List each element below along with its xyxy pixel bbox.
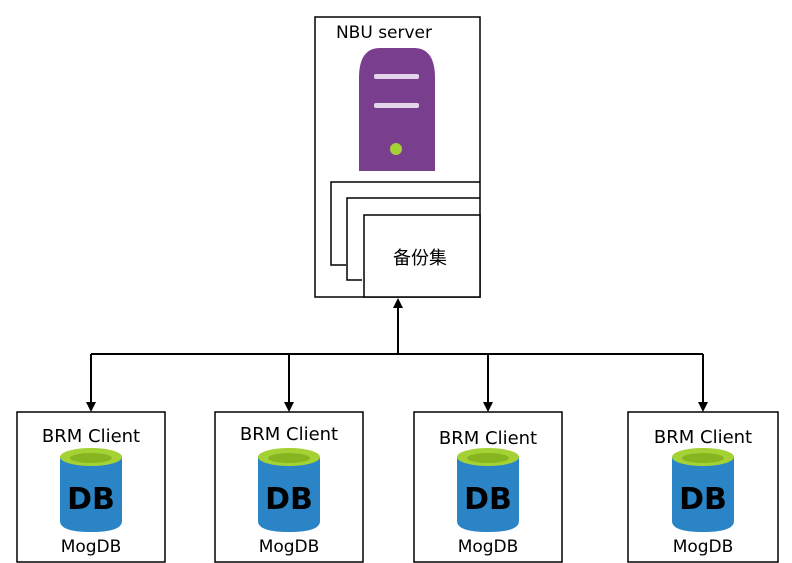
database-icon: DB [60, 448, 122, 532]
db-cylinder-body [672, 457, 734, 532]
db-icon-text: DB [265, 482, 313, 517]
db-cylinder-body [258, 457, 320, 532]
db-label: MogDB [61, 537, 122, 557]
database-icon: DB [457, 448, 519, 532]
db-cylinder-top-shade [70, 453, 112, 463]
client-title: BRM Client [654, 427, 752, 448]
db-cylinder-top-shade [268, 453, 310, 463]
client-node: BRM Client DB MogDB [214, 411, 364, 563]
db-icon-text: DB [464, 482, 512, 517]
server-slot-bottom [374, 103, 419, 108]
server-led [390, 143, 402, 155]
server-icon [359, 48, 435, 171]
db-label: MogDB [259, 537, 320, 557]
nbu-server-title: NBU server [336, 23, 432, 43]
db-cylinder-body [60, 457, 122, 532]
db-cylinder-body [457, 457, 519, 532]
db-cylinder-top-shade [682, 453, 724, 463]
db-icon-text: DB [67, 482, 115, 517]
backup-frame-front [363, 214, 481, 298]
client-node: BRM Client DB MogDB [16, 411, 166, 563]
nbu-server-node: NBU server 备份集 [314, 16, 481, 298]
client-title: BRM Client [42, 426, 140, 447]
client-node: BRM Client DB MogDB [627, 411, 779, 563]
backup-set-stack: 备份集 [330, 181, 481, 298]
client-title: BRM Client [439, 428, 537, 449]
server-slot-top [374, 74, 419, 79]
connectors [86, 298, 708, 412]
database-icon: DB [258, 448, 320, 532]
backup-set-label: 备份集 [393, 248, 447, 269]
client-title: BRM Client [240, 424, 338, 445]
db-cylinder-top-shade [467, 453, 509, 463]
db-icon-text: DB [679, 482, 727, 517]
db-label: MogDB [458, 537, 519, 557]
db-label: MogDB [673, 537, 734, 557]
database-icon: DB [672, 448, 734, 532]
client-node: BRM Client DB MogDB [413, 411, 563, 563]
